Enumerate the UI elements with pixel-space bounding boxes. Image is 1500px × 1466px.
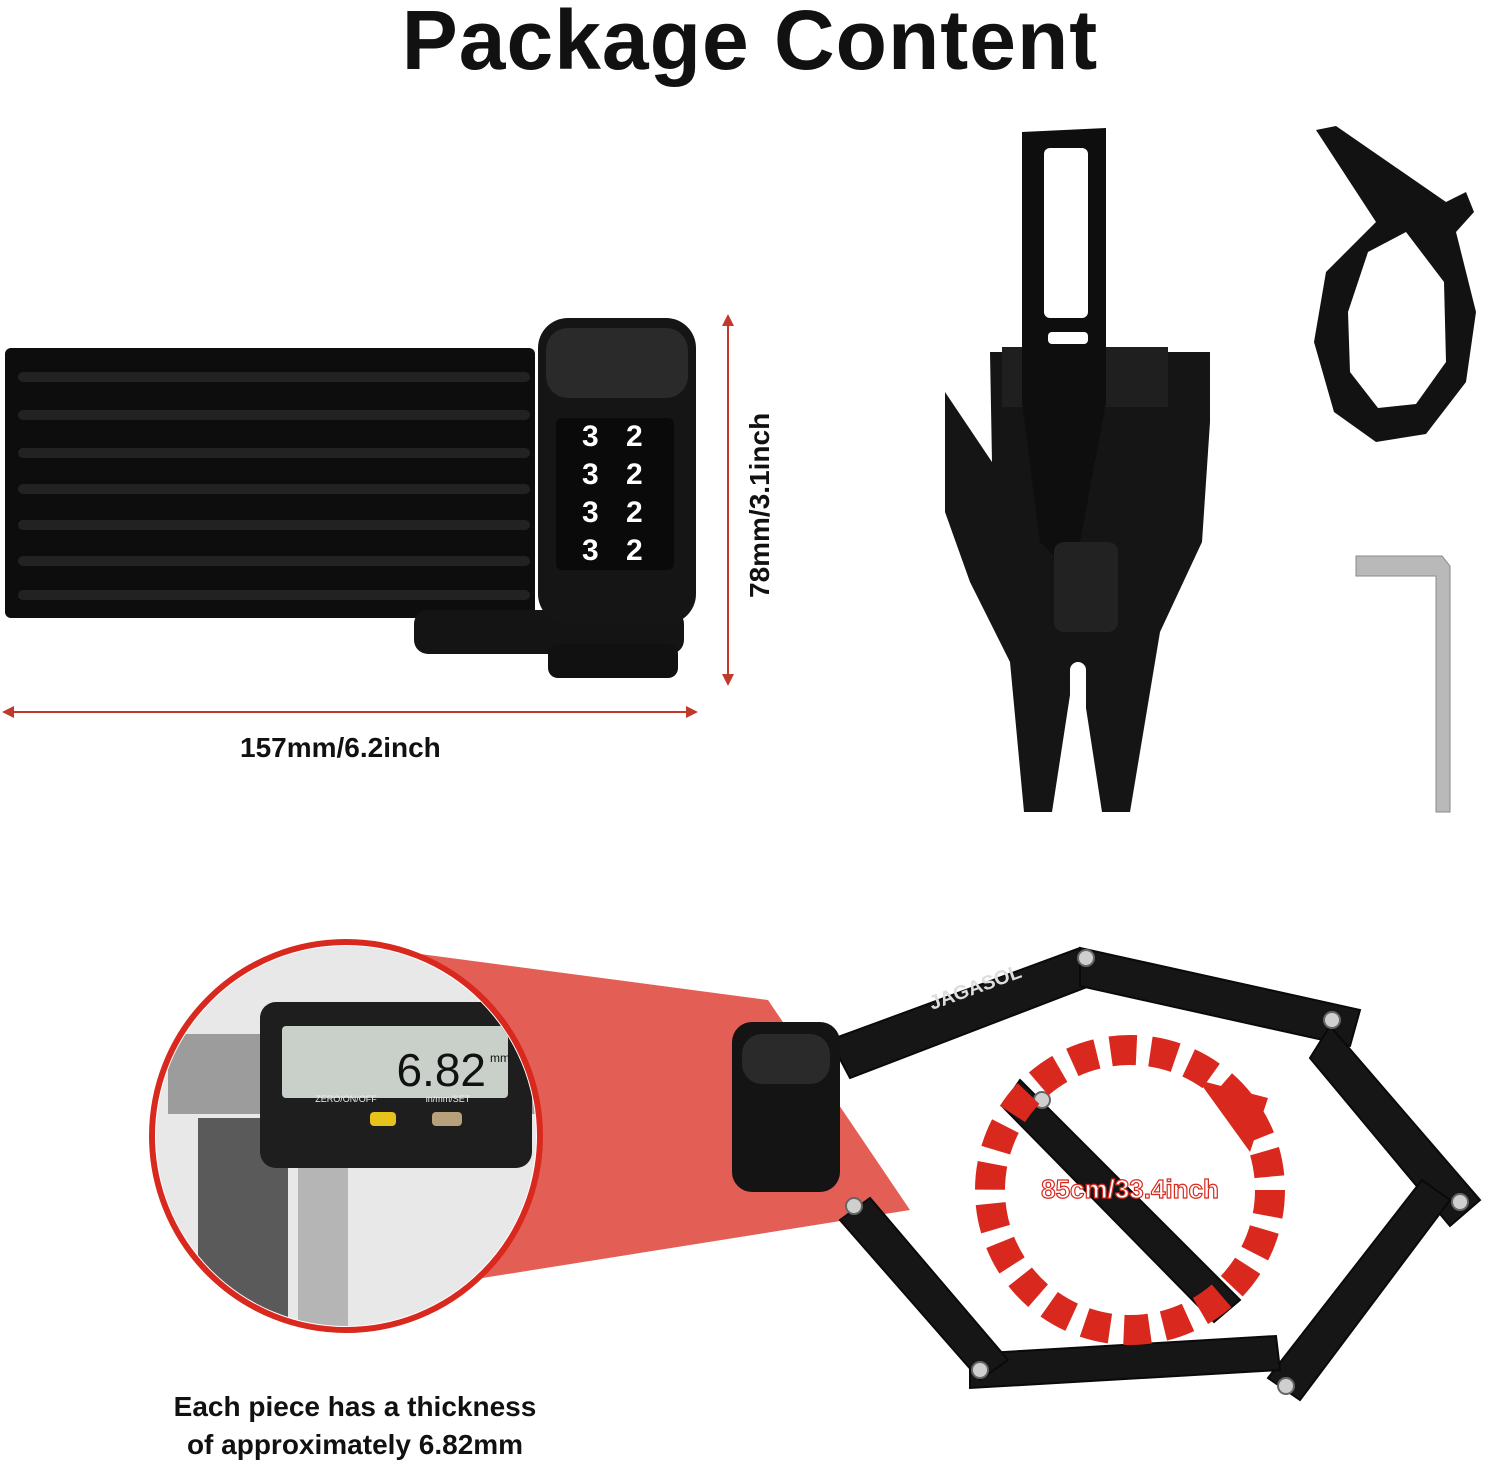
caliper-button-label-set: in/mm/SET <box>426 1094 471 1104</box>
caption-line: of approximately 6.82mm <box>186 1429 524 1460</box>
caliper-set-button <box>432 1112 462 1126</box>
rotation-arrow-icon <box>1198 1080 1268 1152</box>
rubber-strap-image <box>1314 126 1476 442</box>
chain-length-label: 85cm/33.4inch <box>1041 1174 1219 1204</box>
caliper-unit: mm <box>490 1051 510 1065</box>
chain-link <box>828 946 1102 1080</box>
height-dimension-line <box>722 314 734 686</box>
dial-digit: 3 <box>582 458 599 491</box>
lock-plates <box>5 348 535 618</box>
caliper-power-button <box>370 1112 396 1126</box>
unfolded-lock-image: JAGASOL 85cm/33.4inch <box>732 946 1482 1402</box>
page-title: Package Content <box>401 0 1099 87</box>
dial-digit: 3 <box>582 534 599 567</box>
folded-lock-image: 3 2 3 2 3 2 3 2 <box>5 318 696 678</box>
dial-digit: 3 <box>582 420 599 453</box>
caliper-button-label-power: ZERO/ON/OFF <box>315 1094 377 1104</box>
dial-digit: 3 <box>582 496 599 529</box>
dial-digit: 2 <box>626 534 643 567</box>
caliper-reading: 6.82 <box>396 1044 486 1096</box>
dial-digit: 2 <box>626 496 643 529</box>
thickness-caption: Each piece has a thickness of approximat… <box>120 1388 590 1464</box>
width-dimension-label: 157mm/6.2inch <box>240 732 441 763</box>
dial-digit: 2 <box>626 458 643 491</box>
caliper-closeup: 6.82 mm ZERO/ON/OFF in/mm/SET <box>149 939 543 1333</box>
rotation-indicator <box>975 1035 1285 1345</box>
combination-dials: 3 2 3 2 3 2 3 2 <box>556 418 674 570</box>
caption-line: Each piece has a thickness <box>173 1391 537 1422</box>
lock-key-cap <box>548 644 678 678</box>
dial-digit: 2 <box>626 420 643 453</box>
mounting-bracket-image <box>945 128 1210 812</box>
hex-key-image <box>1355 555 1451 813</box>
height-dimension-label: 78mm/3.1inch <box>744 412 775 598</box>
width-dimension-line <box>2 706 698 718</box>
